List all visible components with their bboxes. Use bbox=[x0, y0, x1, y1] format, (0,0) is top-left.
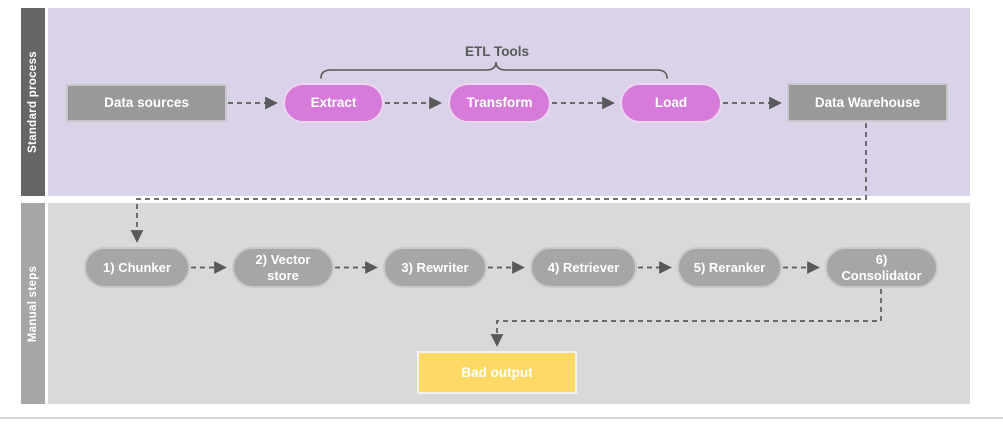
node-vector-store: 2) Vector store bbox=[232, 247, 334, 288]
node-transform: Transform bbox=[448, 83, 551, 123]
lane-label-manual-steps: Manual steps bbox=[21, 203, 45, 404]
page-bottom-edge bbox=[0, 417, 1003, 419]
node-rewriter: 3) Rewriter bbox=[383, 247, 487, 288]
node-bad-output: Bad output bbox=[417, 351, 577, 394]
etl-tools-label: ETL Tools bbox=[465, 44, 529, 59]
node-chunker: 1) Chunker bbox=[84, 247, 190, 288]
node-data-sources: Data sources bbox=[66, 84, 227, 122]
lane-label-standard-process: Standard process bbox=[21, 8, 45, 196]
etl-tools-brace bbox=[320, 61, 668, 79]
node-reranker: 5) Reranker bbox=[677, 247, 782, 288]
node-data-warehouse: Data Warehouse bbox=[787, 83, 948, 122]
node-extract: Extract bbox=[283, 83, 384, 123]
node-retriever: 4) Retriever bbox=[530, 247, 637, 288]
connector-consolidator-bad-output bbox=[490, 289, 882, 347]
connector-data-warehouse-chunker bbox=[130, 123, 867, 243]
node-load: Load bbox=[620, 83, 722, 123]
node-consolidator: 6) Consolidator bbox=[825, 247, 938, 288]
